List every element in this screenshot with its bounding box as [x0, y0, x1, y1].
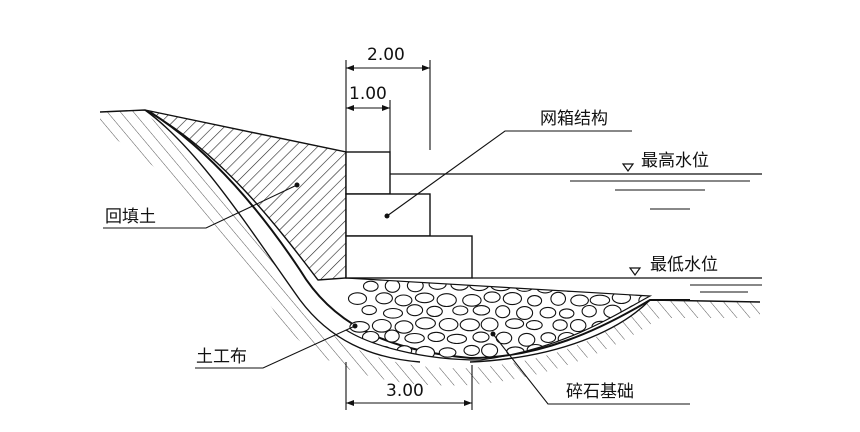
leader-gabion — [386, 130, 632, 217]
gravel-stone — [472, 305, 491, 316]
gravel-stone — [394, 320, 414, 334]
natural-ground-right — [470, 300, 760, 385]
gravel-stone — [525, 320, 543, 331]
gravel-stone — [536, 282, 555, 294]
leader-backfill — [103, 184, 298, 229]
gravel-stone — [651, 333, 667, 343]
gravel-stone — [404, 332, 425, 344]
gabion-box-bottom — [345, 235, 473, 279]
gravel-stone — [581, 304, 597, 318]
gravel-stone — [495, 305, 511, 319]
gabion-box-top — [345, 151, 391, 195]
gravel-stone — [481, 343, 499, 358]
gravel-stone — [438, 347, 457, 358]
gravel-stone — [462, 294, 482, 307]
gravel-stone — [582, 278, 598, 293]
gravel-stone — [468, 278, 490, 292]
gravel-stone — [539, 306, 557, 319]
gravel-stone — [361, 305, 377, 316]
label-gabion-structure: 网箱结构 — [540, 109, 608, 129]
gravel-stone — [406, 304, 424, 317]
gravel-stone — [646, 279, 650, 291]
leader-gravel — [492, 333, 690, 405]
gravel-stone — [472, 331, 490, 343]
gravel-stone — [480, 317, 499, 332]
ground-line-right — [469, 299, 761, 363]
gravel-stone — [414, 292, 435, 304]
gravel-stone — [540, 332, 557, 344]
ground-line-left — [99, 109, 421, 363]
gravel-stone — [569, 319, 587, 333]
natural-ground-left — [100, 110, 470, 386]
gravel-stone — [558, 308, 575, 319]
gravel-stone — [490, 280, 512, 292]
label-highest-water-level: 最高水位 — [641, 151, 709, 171]
gravel-stone — [570, 294, 589, 307]
gravel-stone — [459, 318, 480, 332]
gravel-stone — [375, 292, 393, 305]
gravel-stone — [438, 317, 459, 332]
gravel-stone — [384, 329, 400, 343]
gravel-stone — [415, 317, 436, 330]
gravel-stone — [427, 331, 446, 343]
gravel-stone — [589, 294, 611, 306]
gravel-outline — [345, 277, 653, 361]
gravel-stone — [495, 331, 513, 345]
gravel-stone — [361, 330, 380, 344]
gravel-stone — [436, 293, 457, 308]
gravel-stone — [602, 281, 621, 294]
gravel-stone — [616, 343, 633, 356]
gravel-stone — [625, 279, 646, 292]
gravel-stone — [362, 280, 379, 292]
gravel-stone — [426, 305, 443, 318]
gravel-stone — [550, 291, 567, 306]
label-geotextile: 土工布 — [196, 347, 247, 367]
gravel-stone — [552, 319, 568, 331]
gravel-stone — [483, 291, 501, 303]
gravel-stone — [518, 332, 536, 347]
leader-geotextile — [195, 325, 356, 369]
gravel-stone — [452, 305, 469, 316]
label-lowest-water-level: 最低水位 — [650, 255, 718, 275]
gravel-stone — [527, 295, 543, 307]
label-gravel-foundation: 碎石基础 — [566, 382, 634, 402]
gravel-stone — [347, 292, 368, 305]
gravel-foundation — [347, 278, 667, 360]
gravel-stone — [560, 278, 578, 292]
highest-water-symbol — [621, 163, 635, 173]
gravel-stone — [516, 306, 534, 320]
gravel-stone — [446, 333, 468, 345]
dim-step-width: 1.00 — [349, 84, 387, 104]
dim-base-width: 3.00 — [386, 381, 424, 401]
dim-top-width: 2.00 — [367, 45, 405, 65]
gravel-stone — [514, 280, 534, 292]
gravel-stone — [371, 318, 392, 333]
label-backfill-soil: 回填土 — [105, 207, 156, 227]
gravel-stone — [382, 307, 404, 319]
gravel-stone — [502, 292, 523, 306]
lowest-water-symbol — [628, 267, 642, 277]
gravel-stone — [463, 344, 480, 356]
gravel-stone — [505, 318, 525, 329]
gravel-stone — [635, 344, 650, 359]
gravel-stone — [394, 294, 413, 307]
